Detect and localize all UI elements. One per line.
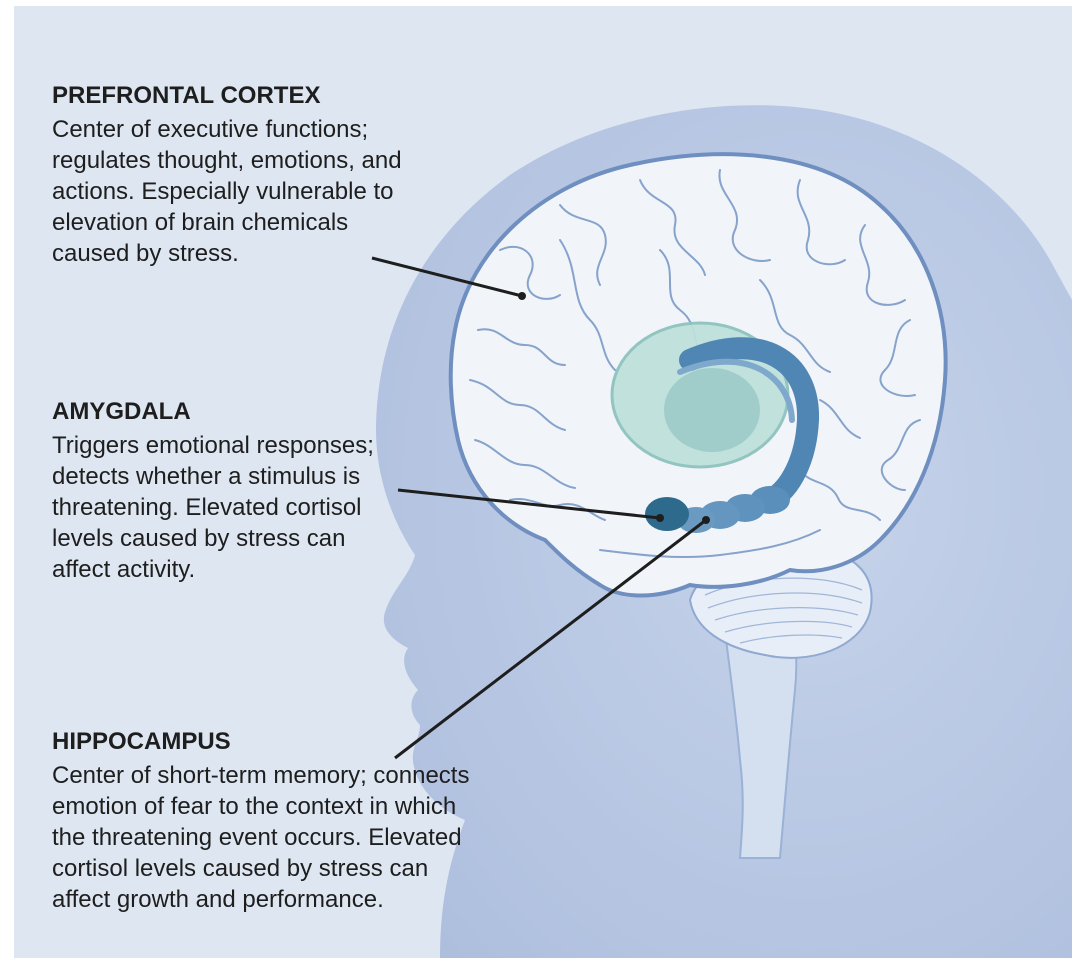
amygdala: [645, 497, 689, 531]
hippocampus-title: HIPPOCAMPUS: [52, 728, 572, 756]
hippocampus-callout: HIPPOCAMPUS Center of short-term memory;…: [52, 728, 572, 915]
prefrontal-cortex-title: PREFRONTAL CORTEX: [52, 82, 472, 110]
amygdala-description: Triggers emotional responses; detects wh…: [52, 430, 442, 585]
amygdala-title: AMYGDALA: [52, 398, 442, 426]
hippocampus-description: Center of short-term memory; connects em…: [52, 760, 572, 915]
prefrontal-cortex-callout: PREFRONTAL CORTEX Center of executive fu…: [52, 82, 472, 269]
prefrontal-cortex-description: Center of executive functions; regulates…: [52, 114, 472, 269]
pfc-leader-dot: [518, 292, 526, 300]
hippocampus-leader-dot: [702, 516, 710, 524]
amygdala-leader-dot: [656, 514, 664, 522]
thalamus: [664, 368, 760, 452]
amygdala-callout: AMYGDALA Triggers emotional responses; d…: [52, 398, 442, 585]
